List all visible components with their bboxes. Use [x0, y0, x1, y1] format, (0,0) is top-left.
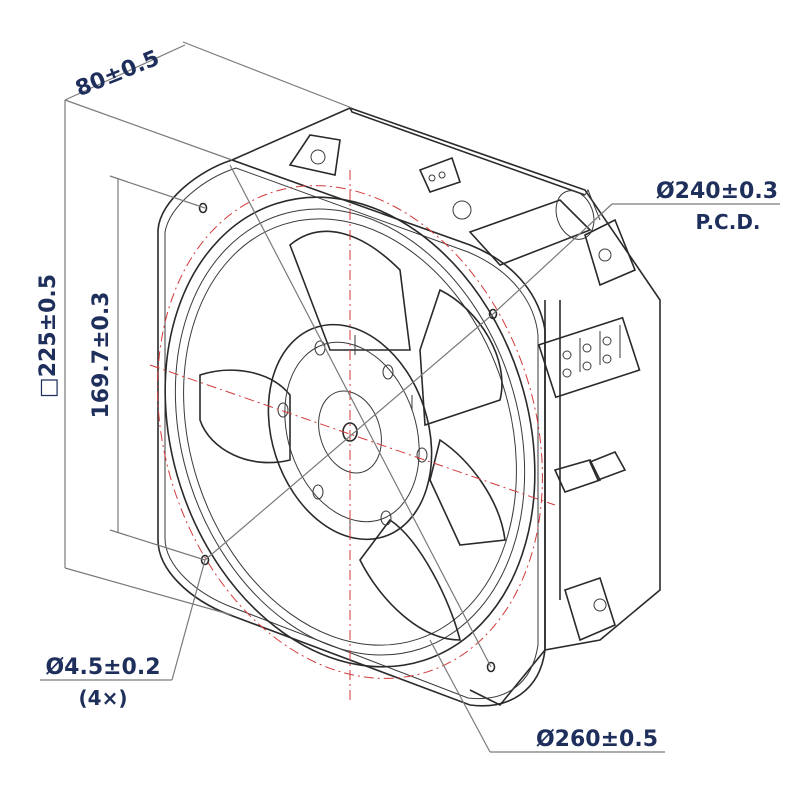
hole-count-label: (4×) [79, 686, 128, 710]
dimension-lines [40, 41, 780, 753]
hole-diameter-label: Ø4.5±0.2 [45, 655, 160, 680]
center-lines [149, 170, 556, 700]
hole-spacing-dimension-label: 169.7±0.3 [89, 292, 114, 419]
fan-blades [199, 230, 506, 641]
mounting-holes [198, 202, 498, 673]
depth-dimension-label: 80±0.5 [72, 46, 163, 102]
outer-diameter-label: Ø260±0.5 [536, 727, 658, 752]
frame-square-dimension-label: □225±0.5 [36, 274, 61, 398]
pcd-diameter-label: Ø240±0.3 [656, 179, 778, 204]
fan-housing [231, 107, 661, 707]
pcd-abbreviation-label: P.C.D. [695, 210, 760, 234]
